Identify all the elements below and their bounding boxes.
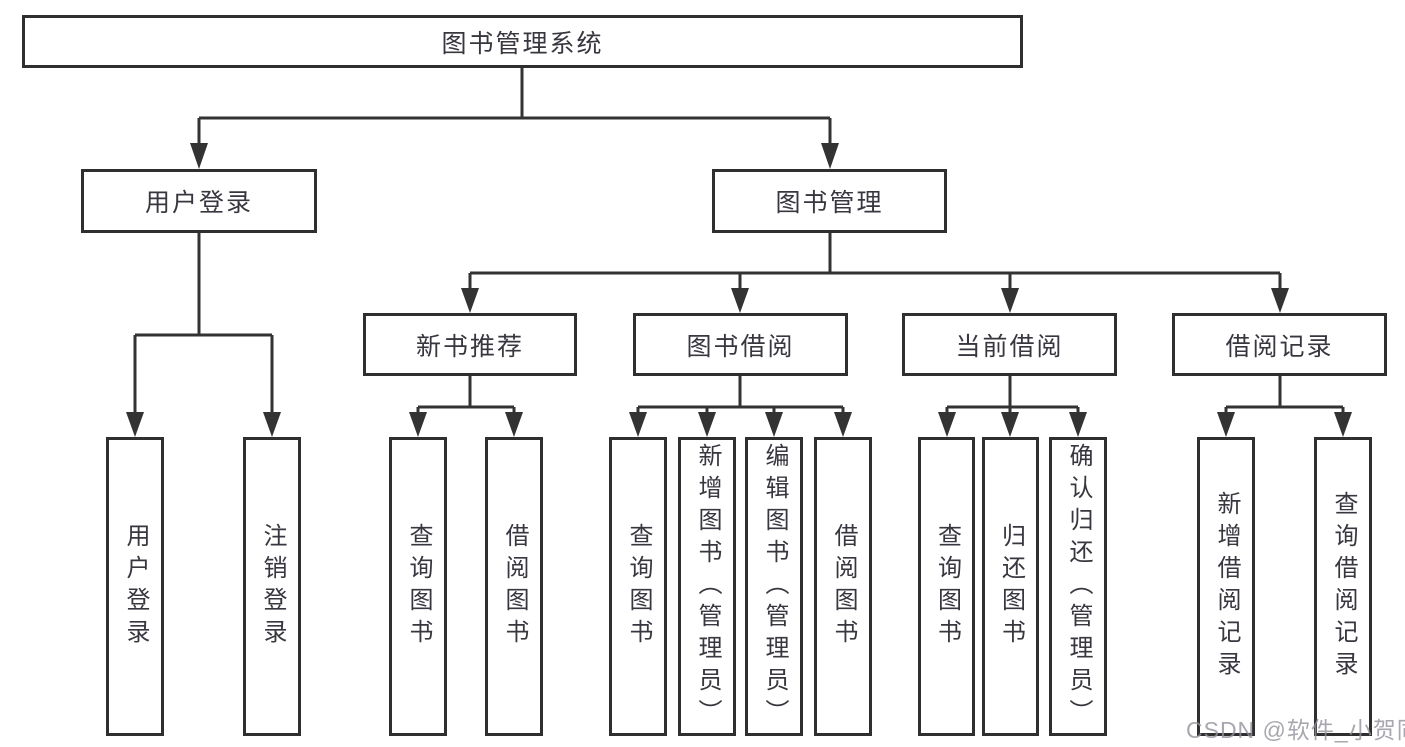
node-leaf-return-books-label: 归还图书	[997, 522, 1025, 651]
node-leaf-query-books-recommend: 查询图书	[389, 437, 447, 736]
node-leaf-add-books-admin-label: 新增图书（管理员）	[694, 442, 721, 731]
node-leaf-query-books-recommend-label: 查询图书	[405, 522, 432, 651]
node-leaf-query-books-current-label: 查询图书	[933, 522, 961, 651]
node-book-management: 图书管理	[712, 169, 947, 233]
node-book-borrowing-label: 图书借阅	[686, 332, 795, 361]
node-leaf-borrow-books: 借阅图书	[814, 437, 872, 736]
node-new-book-recommend: 新书推荐	[363, 313, 577, 376]
csdn-watermark: CSDN @软件_小贺同学	[1186, 717, 1405, 743]
node-leaf-borrow-books-label: 借阅图书	[830, 522, 857, 651]
node-leaf-add-borrow-record-label: 新增借阅记录	[1213, 490, 1240, 683]
node-book-borrowing: 图书借阅	[633, 313, 848, 376]
node-leaf-query-borrow-record-label: 查询借阅记录	[1330, 490, 1357, 683]
node-user-login: 用户登录	[81, 169, 317, 233]
node-current-borrowing-label: 当前借阅	[955, 332, 1064, 361]
node-leaf-logout: 注销登录	[243, 437, 301, 736]
node-library-system-label: 图书管理系统	[441, 29, 604, 58]
node-leaf-logout-label: 注销登录	[259, 522, 286, 651]
node-leaf-add-books-admin: 新增图书（管理员）	[678, 437, 736, 736]
node-leaf-return-books: 归还图书	[982, 437, 1039, 736]
node-leaf-borrow-books-recommend: 借阅图书	[485, 437, 543, 736]
node-leaf-user-login-label: 用户登录	[122, 522, 149, 651]
arrowheads	[126, 143, 1352, 437]
node-leaf-query-borrow-record: 查询借阅记录	[1314, 437, 1372, 736]
node-borrowing-records-label: 借阅记录	[1225, 332, 1334, 361]
node-leaf-query-books-current: 查询图书	[918, 437, 975, 736]
node-user-login-label: 用户登录	[144, 189, 253, 217]
node-leaf-query-books-borrow-label: 查询图书	[625, 522, 652, 651]
node-current-borrowing: 当前借阅	[902, 313, 1117, 376]
node-leaf-borrow-books-recommend-label: 借阅图书	[501, 522, 528, 651]
node-library-system: 图书管理系统	[22, 15, 1023, 68]
node-book-management-label: 图书管理	[775, 189, 884, 217]
node-borrowing-records: 借阅记录	[1172, 313, 1387, 376]
node-leaf-query-books-borrow: 查询图书	[609, 437, 667, 736]
node-leaf-confirm-return-admin: 确认归还（管理员）	[1049, 437, 1107, 736]
node-leaf-user-login: 用户登录	[106, 437, 164, 736]
node-leaf-add-borrow-record: 新增借阅记录	[1197, 437, 1255, 736]
node-leaf-edit-books-admin-label: 编辑图书（管理员）	[761, 442, 788, 731]
node-new-book-recommend-label: 新书推荐	[415, 332, 524, 361]
node-leaf-confirm-return-admin-label: 确认归还（管理员）	[1065, 442, 1092, 731]
node-leaf-edit-books-admin: 编辑图书（管理员）	[745, 437, 803, 736]
